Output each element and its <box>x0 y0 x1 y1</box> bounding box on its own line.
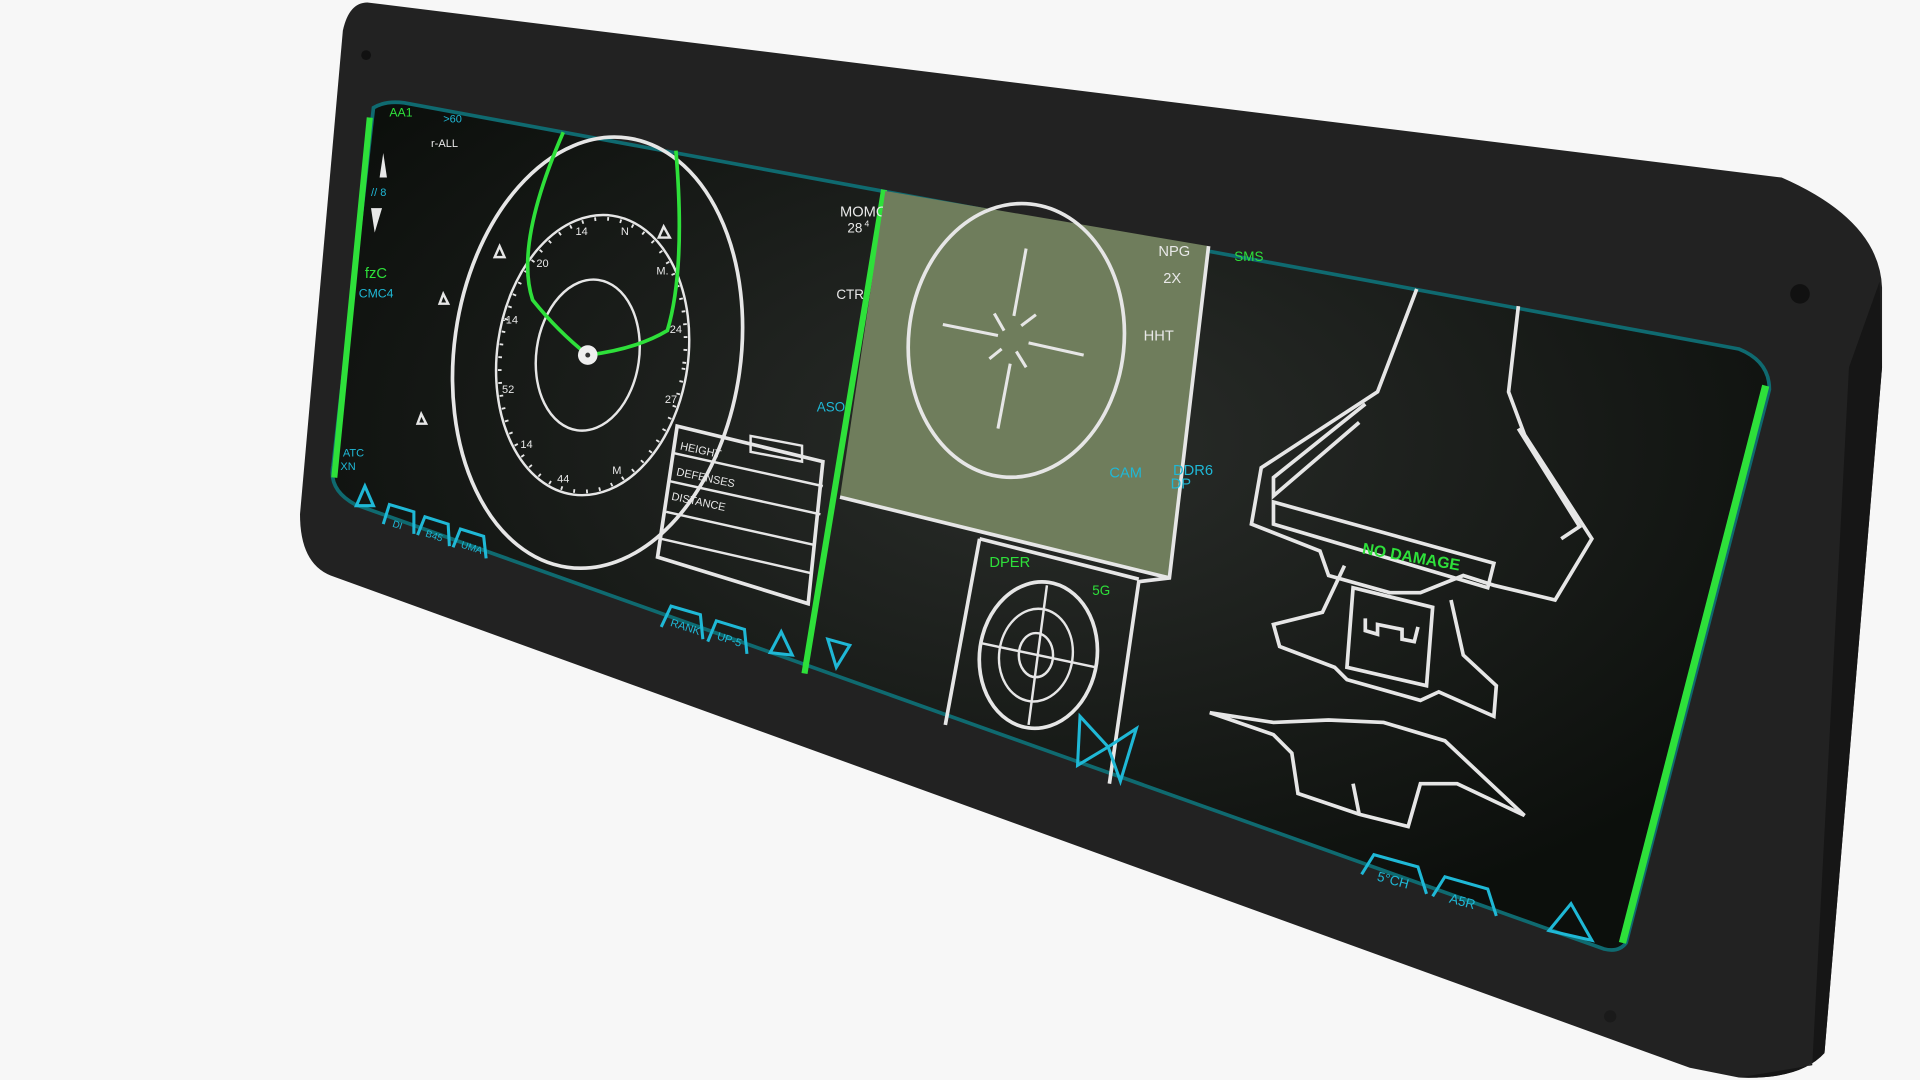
label-aso: ASO <box>817 399 845 414</box>
label-ctr: CTR <box>836 287 864 302</box>
tab-di[interactable]: DI <box>381 502 416 534</box>
down-triangle-button-icon[interactable] <box>825 636 853 672</box>
down-arrow-icon[interactable] <box>371 208 383 233</box>
svg-text:27: 27 <box>665 394 677 406</box>
label-4: 4 <box>864 219 869 229</box>
svg-text:14: 14 <box>576 226 588 238</box>
triangle-button-icon[interactable] <box>767 628 795 657</box>
label-aa1: AA1 <box>389 105 412 119</box>
triangle-button-icon[interactable] <box>1546 900 1595 943</box>
label-hht: HHT <box>1144 328 1174 344</box>
center-divider-indicator <box>801 189 888 674</box>
label-cmc4: CMC4 <box>359 287 394 301</box>
aircraft-damage-diagram <box>1209 288 1595 829</box>
svg-text:52: 52 <box>502 384 514 396</box>
label-npg: NPG <box>1158 244 1190 260</box>
svg-text:44: 44 <box>557 473 569 485</box>
center-panel: NPG 2X HHT CAM DPER 5G <box>825 191 1211 787</box>
bowtie-marker-icon <box>1075 712 1140 787</box>
svg-text:M: M <box>612 465 621 477</box>
svg-text:M.: M. <box>656 265 668 277</box>
svg-text:24: 24 <box>670 324 682 336</box>
left-edge-indicator <box>331 117 373 478</box>
svg-text:A5R: A5R <box>1448 891 1477 912</box>
reticle-circle <box>906 201 1127 480</box>
label-28: 28 <box>847 221 862 236</box>
svg-text:N: N <box>621 226 629 238</box>
label-sms: SMS <box>1234 249 1263 264</box>
radar-outer-ring <box>450 135 745 571</box>
tab-b45[interactable]: B45 <box>416 514 451 547</box>
label-fzc: fzC <box>365 266 387 282</box>
tab-a5r[interactable]: A5R <box>1431 874 1498 917</box>
up-arrow-icon[interactable] <box>379 153 387 178</box>
bezel-side <box>1738 281 1883 1078</box>
svg-text:14: 14 <box>520 439 532 451</box>
compass-ring <box>494 213 691 497</box>
radar-inner-ring <box>534 278 641 432</box>
label-r-all: r-ALL <box>431 138 458 150</box>
label-ddr6: DDR6 <box>1173 463 1213 479</box>
target-scope-icon <box>977 580 1100 731</box>
svg-text:B45: B45 <box>424 529 444 545</box>
screw <box>1790 284 1810 304</box>
screw <box>361 50 372 60</box>
screw <box>1604 1010 1617 1023</box>
label-xn: XN <box>340 461 355 473</box>
label-5g: 5G <box>1092 583 1110 598</box>
label-ratio: // 8 <box>371 187 386 199</box>
label-gt60: >60 <box>443 113 462 125</box>
svg-text:DI: DI <box>391 519 404 532</box>
svg-text:20: 20 <box>536 258 548 270</box>
target-marker-icon <box>415 223 672 425</box>
label-2x: 2X <box>1163 271 1181 287</box>
svg-text:-14: -14 <box>502 314 518 326</box>
label-dper: DPER <box>989 555 1030 571</box>
label-momo: MOMO <box>840 205 887 221</box>
label-dp: DP <box>1171 477 1192 493</box>
right-edge-indicator <box>1618 384 1770 944</box>
crosshair-icon <box>942 248 1085 429</box>
label-cam: CAM <box>1109 466 1142 482</box>
label-atc: ATC <box>343 448 364 460</box>
compass-labels: 14 N M. 20 24 -14 52 27 14 44 M <box>502 226 682 485</box>
triangle-button-icon[interactable] <box>353 482 376 508</box>
